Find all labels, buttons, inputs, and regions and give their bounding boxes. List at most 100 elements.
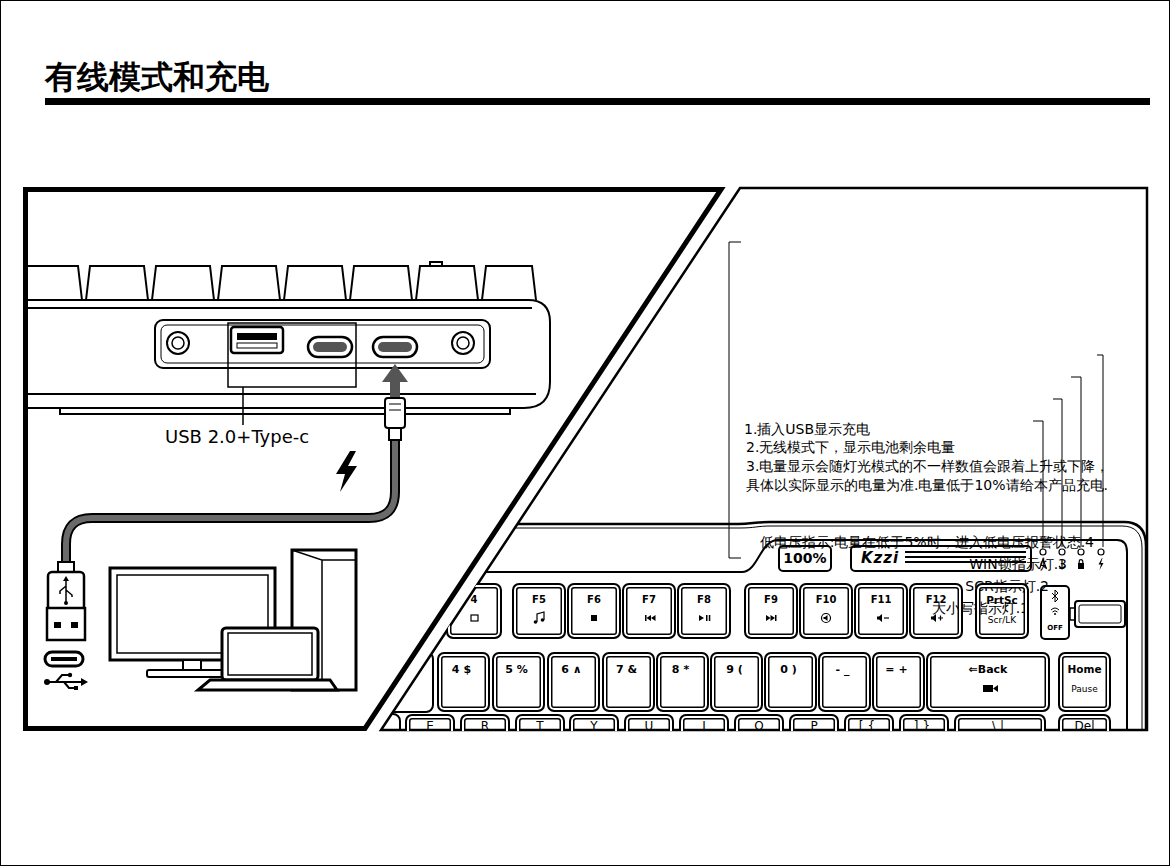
keyboard-rear-view-part [237,343,277,348]
keyboard-rear-view-part [284,266,346,300]
key-label: 4 [471,594,478,607]
leader-lines-part [729,242,741,558]
mode-switch-knob [1070,601,1125,627]
key-icons-part [534,620,538,624]
key-label: F12 [926,594,947,607]
key-icons-part [822,614,831,623]
key-label: 6∧ [561,663,586,677]
key-label: E [426,719,434,734]
keyboard-top-view-part [383,652,433,712]
port-label: USB 2.0+Type-c [165,427,309,447]
key-label: 8* [672,663,693,677]
key-label: 7& [616,663,641,677]
keycap: ⇐Back [926,652,1050,712]
keyboard-rear-view-part [457,337,469,349]
usb-port-icon-part [81,678,88,686]
key-icons-part [651,615,656,621]
port-bracket-part [228,323,356,387]
lightning-bolt [336,451,357,492]
cable-part [389,404,401,410]
key-label: ]} [914,719,934,734]
computers-part [222,628,318,680]
port-bracket-part [242,387,244,425]
cable-part [48,572,84,610]
keyboard-rear-view-part [452,332,474,354]
key-label: 0) [780,663,801,677]
keycap: F10 [799,583,853,639]
keyboard-rear-view-part [430,262,442,266]
key-label: Del [1075,719,1095,734]
keycap: =+ [872,652,925,712]
note-text: 1.插入USB显示充电 [744,419,870,439]
keycap: [{ [844,714,894,754]
keycap: U [624,714,674,754]
indicator-leds-part [1099,558,1104,570]
key-label: PrtSc [986,594,1018,607]
keyboard-rear-view-part [20,266,82,300]
usb-port-icon [44,652,88,690]
keyboard-rear-view-part [152,266,214,300]
computers-part [183,660,201,670]
keycap: 8* [656,652,709,712]
key-label: F11 [871,594,892,607]
cable-part [63,576,69,581]
indicator-leds-part [1079,560,1083,563]
title-bar [45,98,1150,105]
keyboard-rear-view-part [416,266,478,300]
key-label: [{ [859,719,879,734]
keycap: F11 [854,583,908,639]
key-label: I [702,719,706,734]
keyboard-rear-view-part [350,266,412,300]
cable-part [389,428,401,440]
leader-lines [729,242,1103,558]
key-sublabel: Scr/LK [988,615,1016,626]
key-label: F5 [532,594,546,607]
keyboard-rear-view-part [20,300,550,408]
key-icons-part [766,615,771,621]
key-icons-part [706,615,708,621]
keyboard-top-view-part [370,522,1146,740]
key-icons-part [877,614,882,622]
key-icons-part [699,615,704,621]
key-icons-part [938,616,943,621]
note-text: 2.无线模式下，显示电池剩余电量 [746,437,955,457]
key-icons-part [541,618,545,622]
keyboard-rear-view-part [237,333,277,340]
key-icons-part [591,615,597,621]
keyboard-rear-view-part [313,342,347,352]
keycap: 5% [492,652,545,712]
usb-port-icon-part [51,657,77,661]
cable-part [64,601,68,605]
key-icons-part [1054,613,1056,615]
indicator-leds-part [1098,549,1104,555]
cable-part [71,622,78,628]
usb-port-icon-part [74,686,78,690]
keycap: Y [569,714,619,754]
key-label: F9 [764,594,778,607]
key-label: Y [590,719,597,734]
keyboard-rear-view [20,262,550,414]
keycap: PrtScScr/LK [975,583,1029,639]
keyboard-top-view-part [370,540,1127,740]
mode-switch-knob-part [1079,605,1121,623]
key-label: F10 [816,594,837,607]
cable-part [54,622,61,628]
keycap: 6∧ [547,652,600,712]
key-label: Home [1067,663,1101,676]
keycap: 0) [764,652,817,712]
keycap: HomePause [1058,652,1111,712]
keycap: R [460,714,510,754]
key-label: F7 [642,594,656,607]
keycap: F8 [677,583,731,639]
keycap: \| [954,714,1046,754]
key-icons-part [537,612,544,622]
usb-port-icon-part [45,652,83,666]
keyboard-rear-view-part [60,408,510,414]
key-icons-part [993,685,998,692]
computers-part [228,633,312,675]
keycap: P [789,714,839,754]
panel: 1.插入USB显示充电2.无线模式下，显示电池剩余电量3.电量显示会随灯光模式的… [378,187,1148,731]
keycap: F9 [744,583,798,639]
keycap: T [515,714,565,754]
